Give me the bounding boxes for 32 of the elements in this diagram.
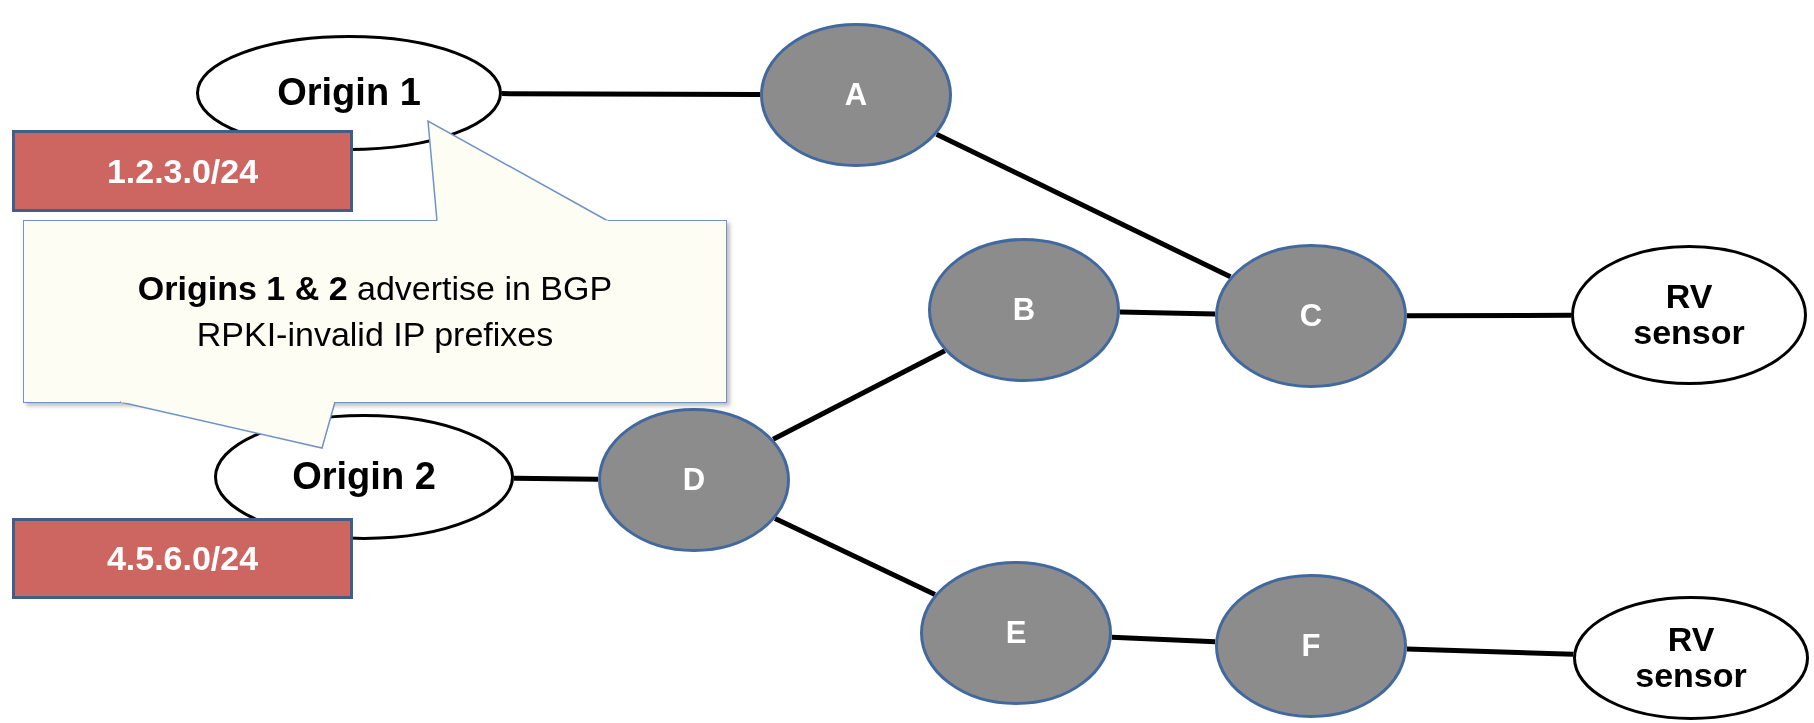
router-node-circle	[598, 408, 790, 552]
node-label: A	[844, 77, 868, 113]
node-label: RV sensor	[1632, 279, 1746, 351]
connector-line	[935, 131, 1232, 280]
node-label: F	[1301, 628, 1321, 664]
callout-text: Origins 1 & 2 advertise in BGP RPKI-invalid IP prefixes	[136, 267, 614, 355]
node-label: 4.5.6.0/24	[106, 539, 259, 578]
network-node-ellipse	[1571, 245, 1807, 385]
node-label: D	[682, 462, 706, 498]
node-label: B	[1012, 292, 1036, 328]
node-label: Origin 1	[277, 73, 421, 113]
node-label: RV sensor	[1634, 622, 1748, 694]
connector-line	[513, 475, 599, 482]
connector-line	[771, 348, 946, 442]
router-node-circle	[1215, 244, 1407, 388]
node-label: 1.2.3.0/24	[106, 151, 259, 191]
node-label: E	[1005, 615, 1027, 651]
connector-line	[1119, 309, 1216, 317]
connector-line	[1407, 312, 1571, 319]
connector-line	[1111, 634, 1216, 645]
router-node-circle	[1215, 574, 1407, 718]
prefix-label	[12, 130, 353, 212]
router-node-circle	[920, 561, 1112, 705]
prefix-label	[12, 518, 353, 599]
router-node-circle	[928, 238, 1120, 382]
node-label: Origin 2	[292, 457, 436, 497]
connector-line	[1406, 646, 1574, 657]
node-label: C	[1299, 298, 1323, 334]
connector-line	[774, 516, 936, 597]
network-node-ellipse	[1573, 596, 1809, 720]
router-node-circle	[760, 23, 952, 167]
connector-line	[501, 91, 760, 98]
